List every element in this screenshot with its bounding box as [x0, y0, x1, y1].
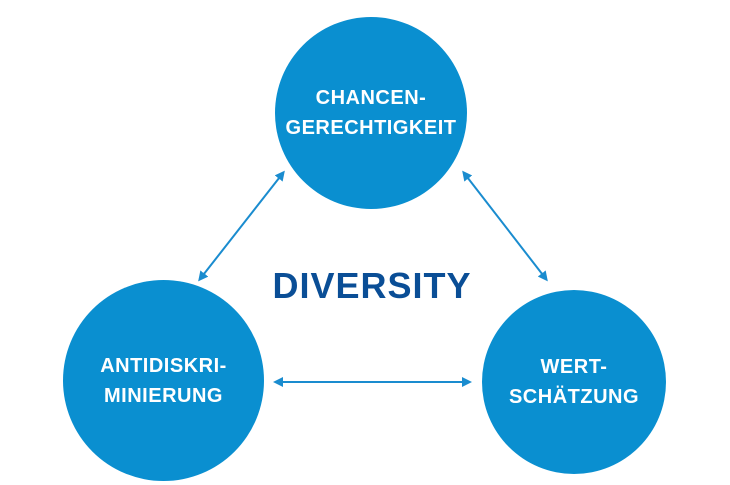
node-antidiskriminierung: ANTIDISKRI- MINIERUNG [63, 280, 264, 481]
node-chancengerechtigkeit: CHANCEN- GERECHTIGKEIT [275, 17, 467, 209]
node-left-line1: ANTIDISKRI- [100, 354, 227, 377]
center-title: DIVERSITY [272, 265, 472, 306]
arrow-top-left [198, 170, 285, 282]
node-top-line1: CHANCEN- [315, 87, 427, 109]
node-top-line2: GERECHTIGKEIT [285, 117, 457, 139]
node-right-line2: SCHÄTZUNG [508, 386, 640, 408]
node-left-line2: MINIERUNG [104, 384, 223, 407]
node-right-line1: WERT- [540, 356, 608, 378]
arrow-top-right [462, 170, 548, 282]
node-wertschaetzung: WERT- SCHÄTZUNG [482, 290, 666, 474]
